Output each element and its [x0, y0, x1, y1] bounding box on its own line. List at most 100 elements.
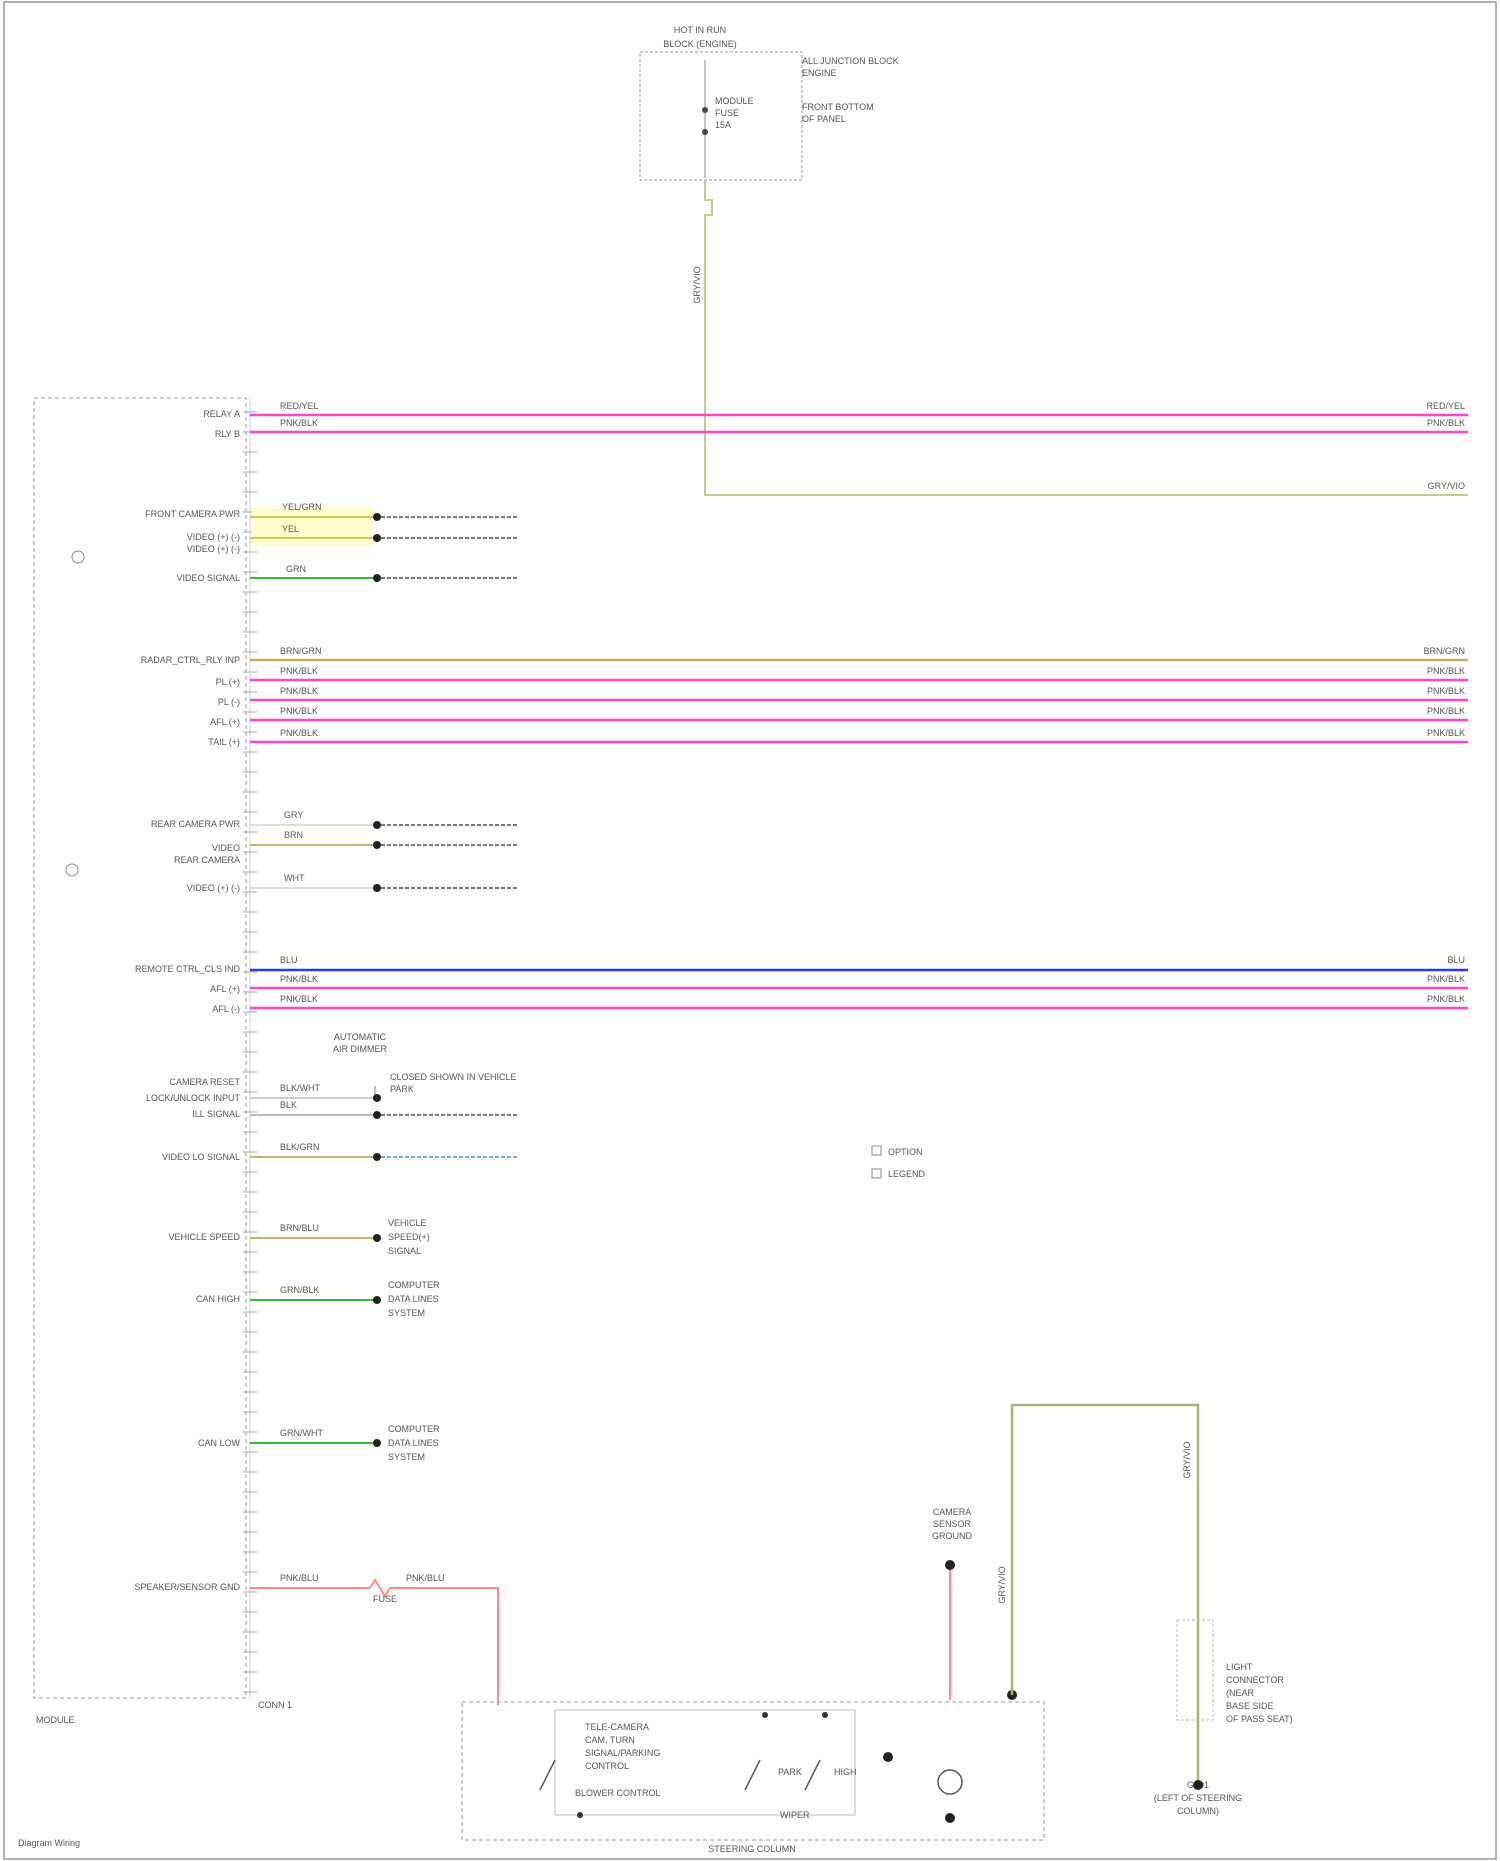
wl-24: PNK/BLU	[406, 1573, 445, 1583]
ground-symbol-2	[66, 864, 78, 876]
module-outline	[34, 398, 246, 1698]
ambient-dimmer-1: AUTOMATIC	[334, 1032, 387, 1042]
wl-20: BRN/BLU	[280, 1223, 319, 1233]
node-3	[822, 1712, 828, 1718]
wl-23: PNK/BLU	[280, 1573, 319, 1583]
can-low-3: SYSTEM	[388, 1452, 425, 1462]
fuse-block-subheader: BLOCK (ENGINE)	[663, 39, 737, 49]
rl-4: BRN/GRN	[1423, 646, 1465, 656]
rl-2: PNK/BLK	[1427, 418, 1465, 428]
pin-label-relay-a: RELAY A	[203, 409, 240, 419]
fuse-block: HOT IN RUN BLOCK (ENGINE) ALL JUNCTION B…	[640, 25, 1468, 495]
can-high-3: SYSTEM	[388, 1308, 425, 1318]
module: MODULE CONN 1	[34, 398, 292, 1725]
pin-label-rly-b: RLY B	[215, 429, 240, 439]
fuse-line-1: MODULE	[715, 96, 754, 106]
light-conn-5: OF PASS SEAT)	[1226, 1714, 1293, 1724]
wl-19: BLK/GRN	[280, 1142, 320, 1152]
pin-label-video-signal: VIDEO SIGNAL	[176, 573, 240, 583]
light-conn-4: BASE SIDE	[1226, 1701, 1274, 1711]
camera-node	[945, 1560, 955, 1570]
speed-sensor-1: VEHICLE	[388, 1218, 427, 1228]
switch-label-park: PARK	[778, 1767, 802, 1777]
wl-7: PNK/BLK	[280, 666, 318, 676]
pin-label-front-camera-pwr: FRONT CAMERA PWR	[145, 509, 240, 519]
rl-9: BLU	[1447, 955, 1465, 965]
box-line-3: SIGNAL/PARKING	[585, 1748, 660, 1758]
camera-sensor-3: GROUND	[932, 1531, 972, 1541]
module-label: MODULE	[36, 1715, 75, 1725]
pin-label-vehicle-speed: VEHICLE SPEED	[168, 1232, 240, 1242]
can-high-1: COMPUTER	[388, 1280, 440, 1290]
rl-8: PNK/BLK	[1427, 728, 1465, 738]
assembly-label: STEERING COLUMN	[708, 1844, 796, 1854]
pin-label-rear-camera: REAR CAMERA	[174, 855, 240, 865]
camera-sensor-2: SENSOR	[933, 1519, 972, 1529]
pin-label-can-low: CAN LOW	[198, 1438, 241, 1448]
splice-3	[373, 574, 381, 582]
speed-sensor-2: SPEED(+)	[388, 1232, 430, 1242]
ground-label-3: COLUMN)	[1177, 1806, 1219, 1816]
splice-8	[373, 1111, 381, 1119]
highlight-yellow-1	[252, 508, 372, 546]
pin-label-can-high: CAN HIGH	[196, 1294, 240, 1304]
splice-6	[373, 884, 381, 892]
pin-label-video-4: VIDEO (+) (-)	[187, 883, 240, 893]
wl-5: GRN	[286, 564, 306, 574]
pin-label-afl: AFL (+)	[210, 717, 240, 727]
wl-1: RED/YEL	[280, 401, 319, 411]
wl-11: GRY	[284, 810, 303, 820]
pin-label-ill: ILL SIGNAL	[192, 1109, 240, 1119]
right-wire-labels: RED/YEL PNK/BLK GRY/VIO BRN/GRN PNK/BLK …	[1423, 401, 1465, 1004]
fuse-line-2: FUSE	[715, 108, 739, 118]
closed-switch-2: PARK	[390, 1084, 414, 1094]
wl-9: PNK/BLK	[280, 706, 318, 716]
speed-sensor-3: SIGNAL	[388, 1246, 421, 1256]
splice-4	[373, 821, 381, 829]
splice-1	[373, 513, 381, 521]
fuse-wire-label: GRY/VIO	[692, 266, 702, 303]
fuse-line-3: 15A	[715, 120, 731, 130]
splice-7	[373, 1094, 381, 1102]
pin-label-video-1: VIDEO (+) (-)	[187, 532, 240, 542]
box-line-1: TELE-CAMERA	[585, 1722, 649, 1732]
splice-10	[373, 1234, 381, 1242]
light-connector-box	[1177, 1620, 1213, 1720]
wl-18: BLK	[280, 1100, 297, 1110]
node-5	[945, 1813, 955, 1823]
wl-2: PNK/BLK	[280, 418, 318, 428]
switch-label-high: HIGH	[834, 1767, 857, 1777]
node-1	[577, 1812, 583, 1818]
pin-label-remote: REMOTE CTRL_CLS IND	[135, 964, 241, 974]
pin-label-speaker: SPEAKER/SENSOR GND	[134, 1582, 240, 1592]
fuse-terminal-top	[702, 107, 708, 113]
box-line-5: BLOWER CONTROL	[575, 1788, 661, 1798]
closed-switch-1: CLOSED SHOWN IN VEHICLE	[390, 1072, 517, 1082]
light-conn-3: (NEAR	[1226, 1688, 1255, 1698]
legend-swatch-2	[872, 1169, 881, 1178]
wl-15: PNK/BLK	[280, 974, 318, 984]
wl-6: BRN/GRN	[280, 646, 322, 656]
light-conn-1: LIGHT	[1226, 1662, 1253, 1672]
legend-1: OPTION	[888, 1147, 923, 1157]
can-low-1: COMPUTER	[388, 1424, 440, 1434]
pin-label-pl-neg: PL (-)	[218, 697, 240, 707]
fuse-feed-wire	[705, 180, 1468, 495]
node-2	[762, 1712, 768, 1718]
steering-column-assembly: STEERING COLUMN TELE-CAMERA CAM, TURN SI…	[462, 1405, 1213, 1854]
splice-2	[373, 534, 381, 542]
rl-10: PNK/BLK	[1427, 974, 1465, 984]
wl-21: GRN/BLK	[280, 1285, 320, 1295]
rl-5: PNK/BLK	[1427, 666, 1465, 676]
fuse-block-side-line: ENGINE	[802, 68, 837, 78]
switch-2	[745, 1760, 760, 1790]
motor-symbol	[938, 1770, 962, 1794]
switch-3	[805, 1760, 820, 1790]
pin-label-rear-camera-pwr: REAR CAMERA PWR	[151, 819, 241, 829]
fuse-block-side-title: ALL JUNCTION BLOCK	[802, 56, 899, 66]
fuse-small: FUSE	[373, 1594, 397, 1604]
pin-label-radar: RADAR_CTRL_RLY INP	[141, 655, 240, 665]
wl-13: WHT	[284, 873, 305, 883]
rl-11: PNK/BLK	[1427, 994, 1465, 1004]
